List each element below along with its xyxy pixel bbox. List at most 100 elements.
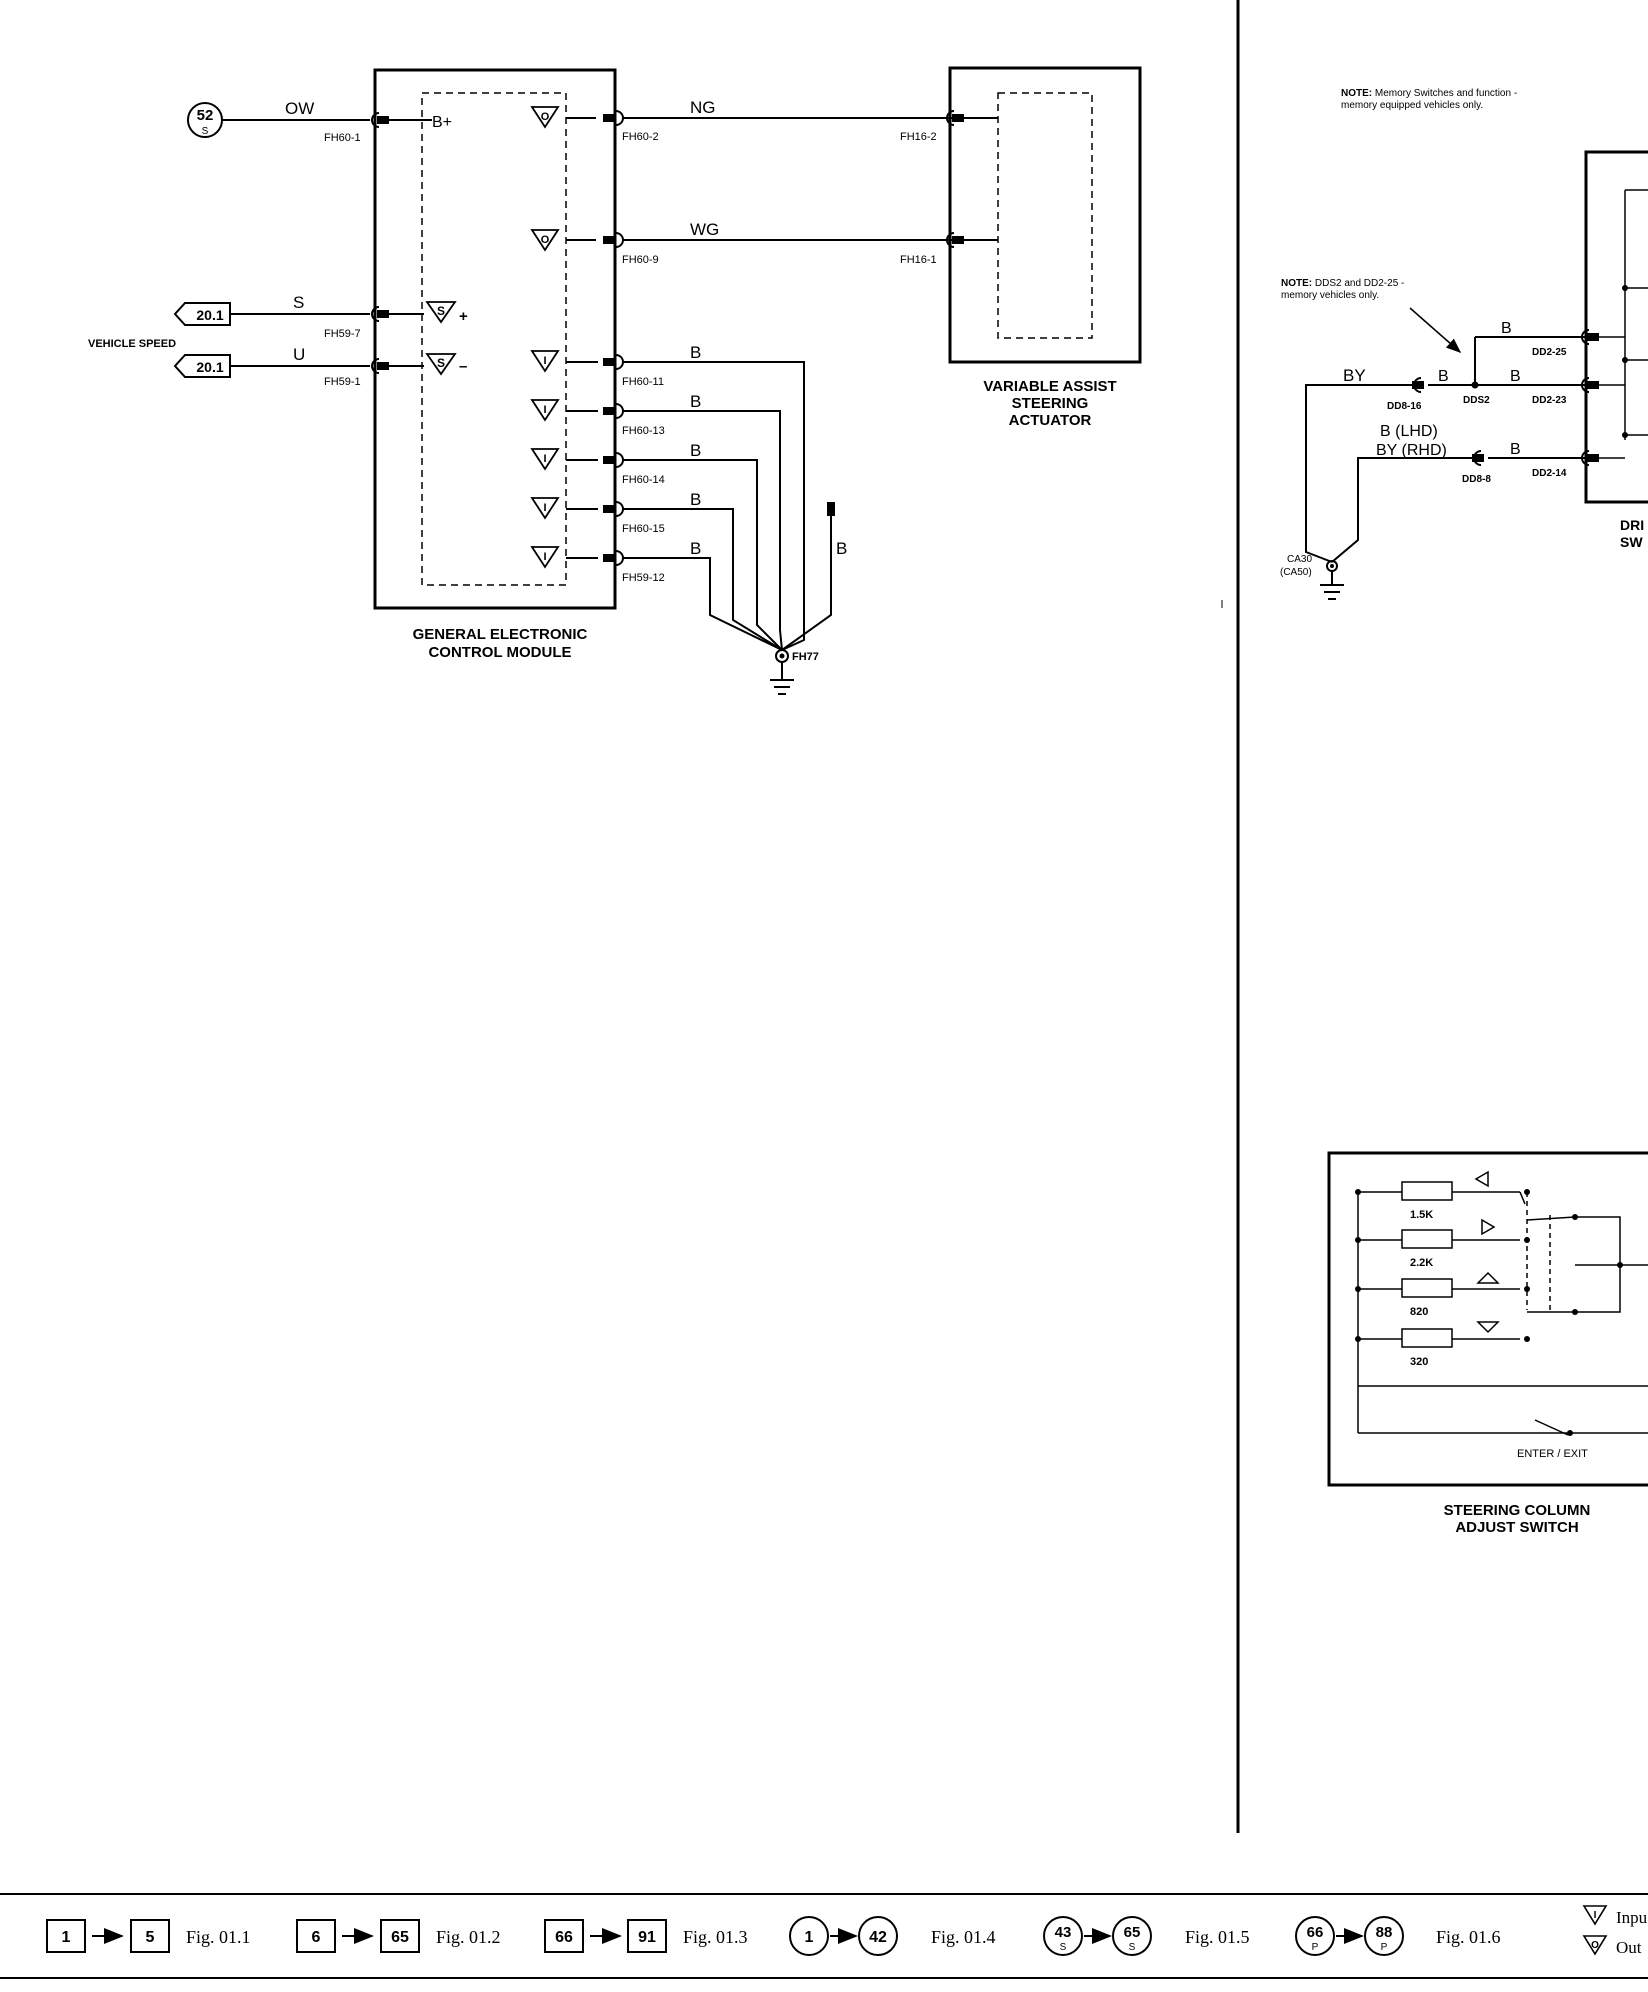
driver-seat-memory-panel: NOTE: Memory Switches and function - mem… xyxy=(1221,88,1648,608)
actuator-title-line2: STEERING xyxy=(1012,395,1089,412)
note1-line2: memory equipped vehicles only. xyxy=(1341,100,1483,111)
output-pin-left-2: FH60-9 xyxy=(622,254,659,266)
svg-text:I: I xyxy=(543,404,546,416)
resistor-row-4: 320 xyxy=(1355,1321,1530,1368)
speed-pin-u: FH59-1 xyxy=(324,376,361,388)
vehicle-speed-label: VEHICLE SPEED xyxy=(88,338,176,350)
svg-text:6: 6 xyxy=(312,1929,321,1946)
legend-fig2-label: Fig. 01.2 xyxy=(436,1927,501,1947)
wire-b1: B xyxy=(1438,368,1449,385)
enter-exit-label: ENTER / EXIT xyxy=(1517,1448,1588,1460)
supply-circle-sub: S xyxy=(202,126,209,137)
variable-assist-steering-actuator: VARIABLE ASSIST STEERING ACTUATOR xyxy=(948,66,1142,429)
resistor-row-1: 1.5K xyxy=(1355,1170,1530,1221)
speed-ref-1: 20.1 xyxy=(196,307,223,323)
note2-line2: memory vehicles only. xyxy=(1281,290,1379,301)
resistor-row-2: 2.2K xyxy=(1355,1218,1530,1269)
svg-text:43: 43 xyxy=(1055,1924,1072,1941)
wire-b2: B xyxy=(1510,368,1521,385)
output-key-icon xyxy=(1582,1935,1608,1956)
output-symbol-2 xyxy=(530,229,560,252)
switch-cut-label1: DRI xyxy=(1620,517,1644,533)
ground-wire-4: B xyxy=(690,490,701,509)
arrow-up-icon xyxy=(1476,1271,1500,1284)
svg-text:S: S xyxy=(1060,1942,1067,1953)
speed-pin-s: FH59-7 xyxy=(324,328,361,340)
gecm-title-line1: GENERAL ELECTRONIC xyxy=(413,626,588,643)
ground-circuits: I I I I I B B B B B B FH60-11 FH60-13 FH… xyxy=(530,343,847,695)
legend-fig5-label: Fig. 01.5 xyxy=(1185,1927,1250,1947)
arrow-down-icon xyxy=(1476,1321,1500,1334)
pin-dd8-16: DD8-16 xyxy=(1387,401,1422,412)
supply-pin: FH60-1 xyxy=(324,132,361,144)
steering-column-adjust-switch: 1.5K 2.2K 820 320 ENTER / xyxy=(1327,1151,1648,1536)
speed-ref-tag-1 xyxy=(173,302,231,326)
gecm-title-line2: CONTROL MODULE xyxy=(428,644,571,661)
svg-text:91: 91 xyxy=(638,1929,656,1946)
svg-text:1: 1 xyxy=(805,1929,814,1946)
legend-fig3: 66 91 Fig. 01.3 xyxy=(544,1919,748,1953)
steering-switch-title2: ADJUST SWITCH xyxy=(1455,1519,1578,1536)
note1: NOTE: Memory Switches and function - xyxy=(1341,88,1517,99)
legend-fig6: 66 P 88 P Fig. 01.6 xyxy=(1295,1916,1501,1956)
switch-cut-label2: SW xyxy=(1620,534,1643,550)
input-key-icon xyxy=(1582,1905,1608,1926)
output-circuits: O O NG WG FH60-2 FH60-9 FH16-2 FH16-1 xyxy=(530,98,998,266)
wire-rhd: BY (RHD) xyxy=(1376,442,1447,459)
note2-arrow xyxy=(1409,307,1462,353)
output-symbol-1 xyxy=(530,106,560,129)
figure-legend: 1 5 Fig. 01.1 6 65 Fig. 01.2 66 91 Fig. … xyxy=(0,1893,1648,1979)
wire-lhd: B (LHD) xyxy=(1380,423,1438,440)
ground-wire-1: B xyxy=(690,343,701,362)
legend-fig4: 1 42 Fig. 01.4 xyxy=(789,1916,996,1956)
legend-fig5: 43 S 65 S Fig. 01.5 xyxy=(1043,1916,1250,1956)
pin-dds2: DDS2 xyxy=(1463,395,1490,406)
legend-symbol-key: I Inpu O Out xyxy=(1582,1905,1648,1957)
gecm-module: B+ GENERAL ELECTRONIC CONTROL MODULE xyxy=(373,68,617,661)
legend-fig6-label: Fig. 01.6 xyxy=(1436,1927,1501,1947)
speed-wire-u: U xyxy=(293,345,305,364)
ground-wire-2: B xyxy=(690,392,701,411)
svg-text:+: + xyxy=(459,308,468,325)
output-pin-right-1: FH16-2 xyxy=(900,131,937,143)
pin-dd2-14: DD2-14 xyxy=(1532,468,1567,479)
ground-pin-4: FH60-15 xyxy=(622,523,665,535)
legend-fig1: 1 5 Fig. 01.1 xyxy=(46,1919,251,1953)
ground-point-label: FH77 xyxy=(792,651,819,663)
svg-text:42: 42 xyxy=(869,1929,887,1946)
ground-symbol-icon-2 xyxy=(1320,571,1344,600)
resistor-1: 1.5K xyxy=(1410,1209,1433,1221)
legend-fig4-label: Fig. 01.4 xyxy=(931,1927,996,1947)
ground-extra-wire: B xyxy=(836,539,847,558)
steering-switch-title1: STEERING COLUMN xyxy=(1444,1502,1591,1519)
output-wire-2: WG xyxy=(690,220,719,239)
svg-text:O: O xyxy=(541,234,550,246)
speed-ref-2: 20.1 xyxy=(196,359,223,375)
svg-text:I: I xyxy=(543,355,546,367)
ground-pin-3: FH60-14 xyxy=(622,474,665,486)
ground-wire-5: B xyxy=(690,539,701,558)
arrow-left-icon xyxy=(1474,1170,1489,1188)
resistor-2: 2.2K xyxy=(1410,1257,1433,1269)
ground-ca50: (CA50) xyxy=(1280,567,1312,578)
ground-pin-1: FH60-11 xyxy=(622,376,664,388)
vehicle-speed-circuit: VEHICLE SPEED 20.1 20.1 S U FH59-7 FH59-… xyxy=(88,293,468,388)
gecm-bplus-label: B+ xyxy=(432,114,452,131)
svg-text:O: O xyxy=(541,111,550,123)
ground-pin-5: FH59-12 xyxy=(622,572,665,584)
svg-text:66: 66 xyxy=(1307,1924,1324,1941)
svg-text:I: I xyxy=(543,453,546,465)
note2: NOTE: DDS2 and DD2-25 - xyxy=(1281,278,1404,289)
svg-text:I: I xyxy=(543,502,546,514)
legend-fig2: 6 65 Fig. 01.2 xyxy=(296,1919,501,1953)
supply-wire-color: OW xyxy=(285,99,314,118)
actuator-title-line1: VARIABLE ASSIST xyxy=(983,378,1116,395)
legend-fig1-label: Fig. 01.1 xyxy=(186,1927,251,1947)
speed-minus-symbol xyxy=(425,353,457,376)
driver-switch-module xyxy=(1584,150,1648,504)
resistor-3: 820 xyxy=(1410,1306,1428,1318)
pin-dd8-8: DD8-8 xyxy=(1462,474,1491,485)
svg-text:5: 5 xyxy=(146,1929,155,1946)
svg-text:P: P xyxy=(1312,1942,1319,1953)
